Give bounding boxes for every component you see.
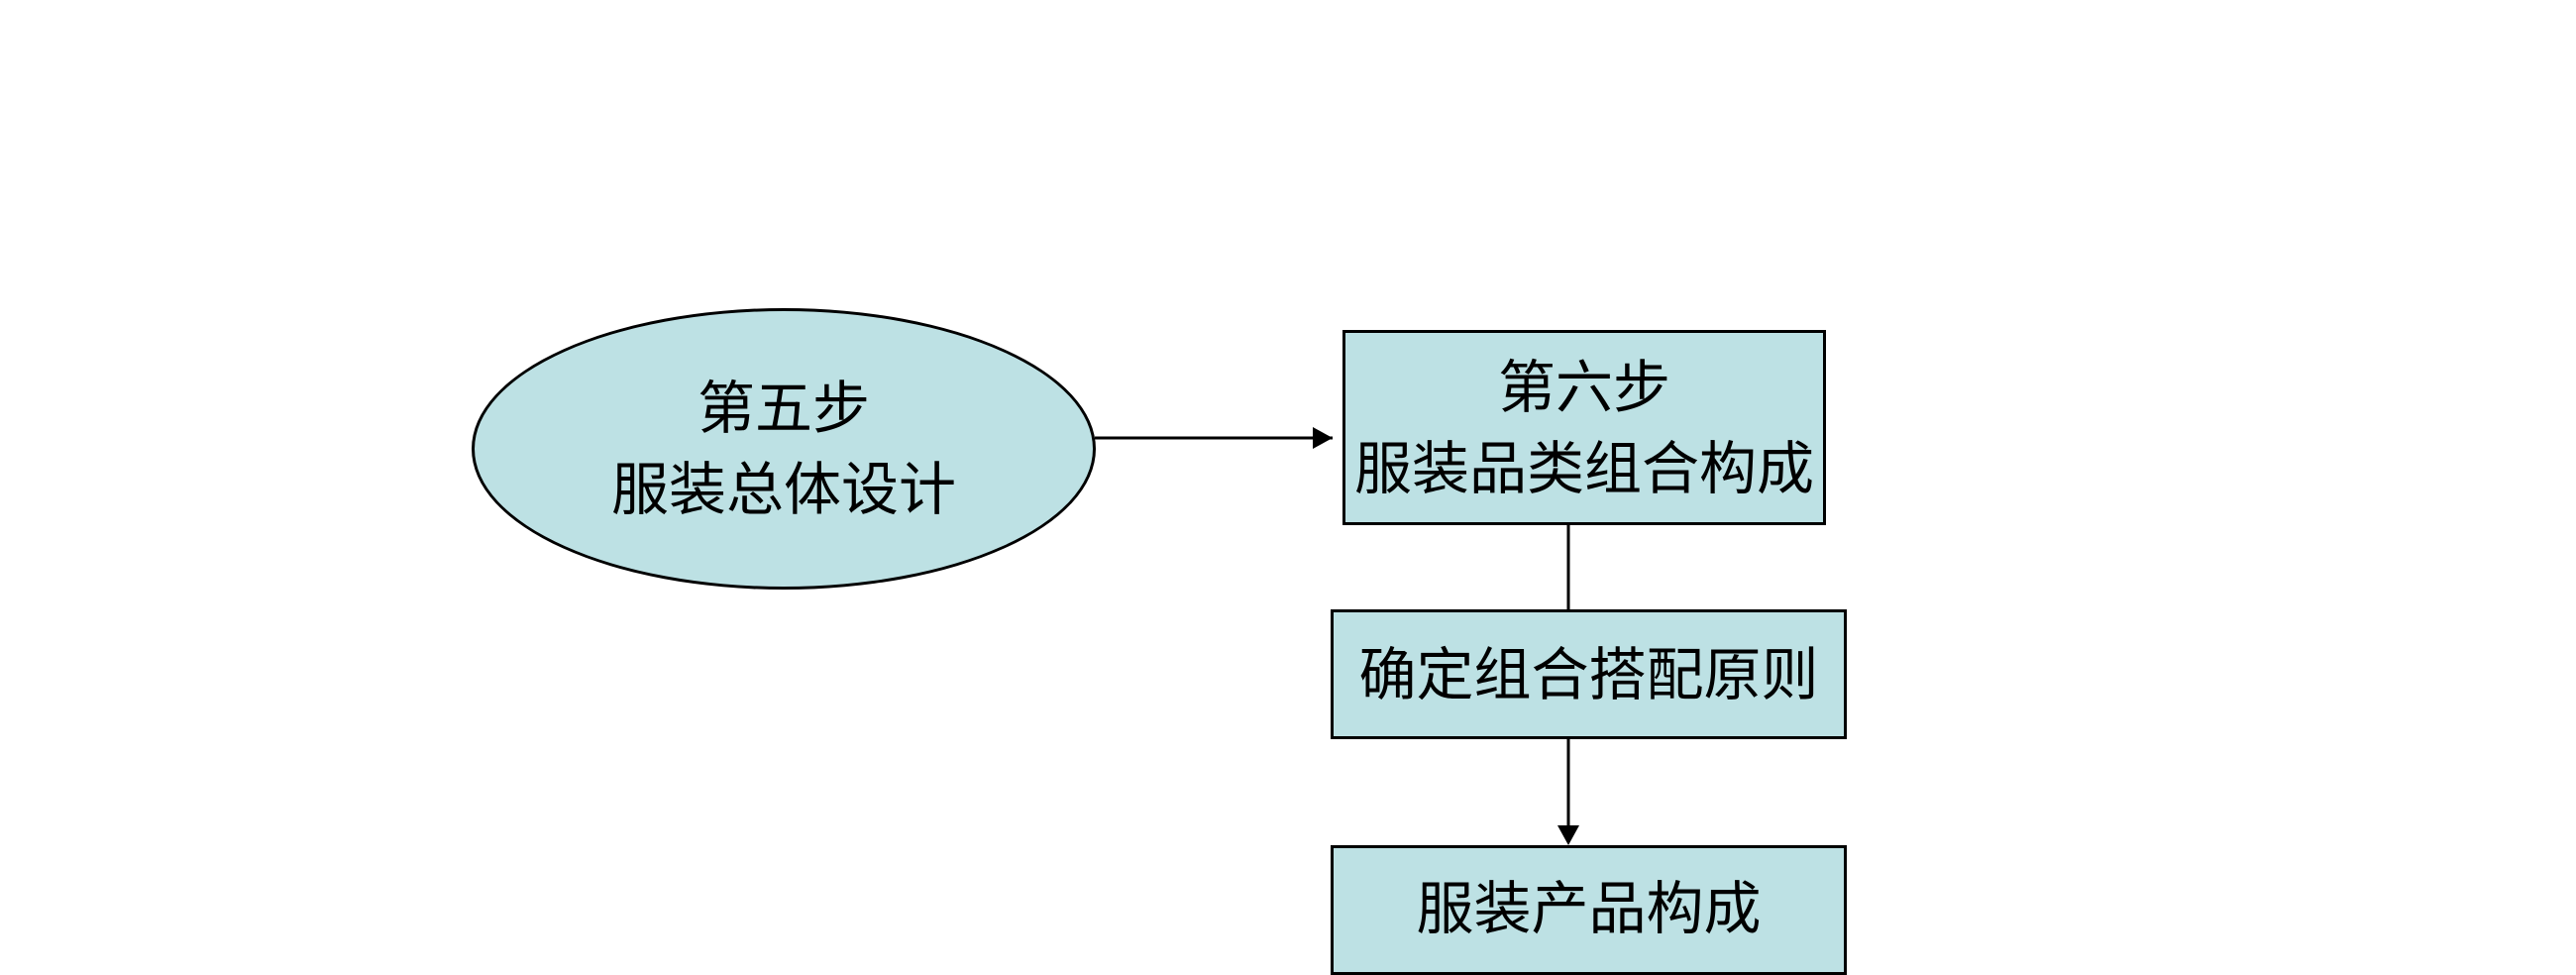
step5-subtitle: 服装总体设计 — [610, 456, 956, 523]
connectors-layer — [1095, 427, 1579, 845]
principle-label: 确定组合搭配原则 — [1358, 640, 1819, 708]
flowchart-canvas: 第五步 服装总体设计 第六步 服装品类组合构成 确定组合搭配原则 服装产品构成 — [472, 308, 1847, 975]
step6-box-node: 第六步 服装品类组合构成 — [1342, 330, 1826, 525]
step6-subtitle: 服装品类组合构成 — [1353, 434, 1814, 502]
step5-title: 第五步 — [697, 375, 870, 442]
arrow-step5-to-step6-head — [1313, 427, 1333, 449]
product-box-node: 服装产品构成 — [1331, 845, 1847, 975]
step5-ellipse-node: 第五步 服装总体设计 — [472, 308, 1096, 590]
product-label: 服装产品构成 — [1416, 875, 1762, 942]
arrow-principle-to-product-head — [1557, 825, 1579, 845]
step6-title: 第六步 — [1497, 353, 1670, 421]
principle-box-node: 确定组合搭配原则 — [1331, 609, 1847, 739]
